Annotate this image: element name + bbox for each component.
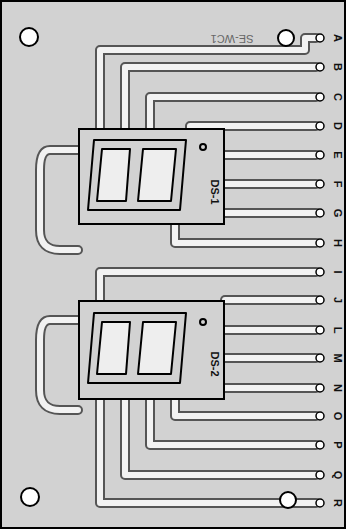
pin-label: D (332, 122, 343, 130)
pin-label: A (332, 34, 343, 42)
display-outline: DS-2 (78, 300, 225, 400)
pin-label: P (332, 441, 343, 448)
pin-label: L (332, 327, 343, 334)
pin-label: E (332, 151, 343, 158)
pin-label: J (332, 297, 343, 303)
display-designator: DS-1 (208, 177, 221, 206)
pin-label: R (332, 499, 343, 507)
pin-label: G (332, 209, 343, 218)
display-outline: DS-1 (78, 128, 225, 225)
display-designator: DS-2 (208, 349, 221, 378)
pin-label: I (332, 270, 343, 273)
pin-label: O (332, 412, 343, 421)
board-marking: SE-WC1 (211, 33, 254, 44)
pin-label: F (332, 181, 343, 188)
pin-label: M (332, 353, 343, 362)
pin-label: H (332, 239, 343, 247)
pin-label: Q (332, 471, 343, 480)
pin-label: N (332, 384, 343, 392)
pin-label: B (332, 63, 343, 71)
pin-label: C (332, 93, 343, 101)
